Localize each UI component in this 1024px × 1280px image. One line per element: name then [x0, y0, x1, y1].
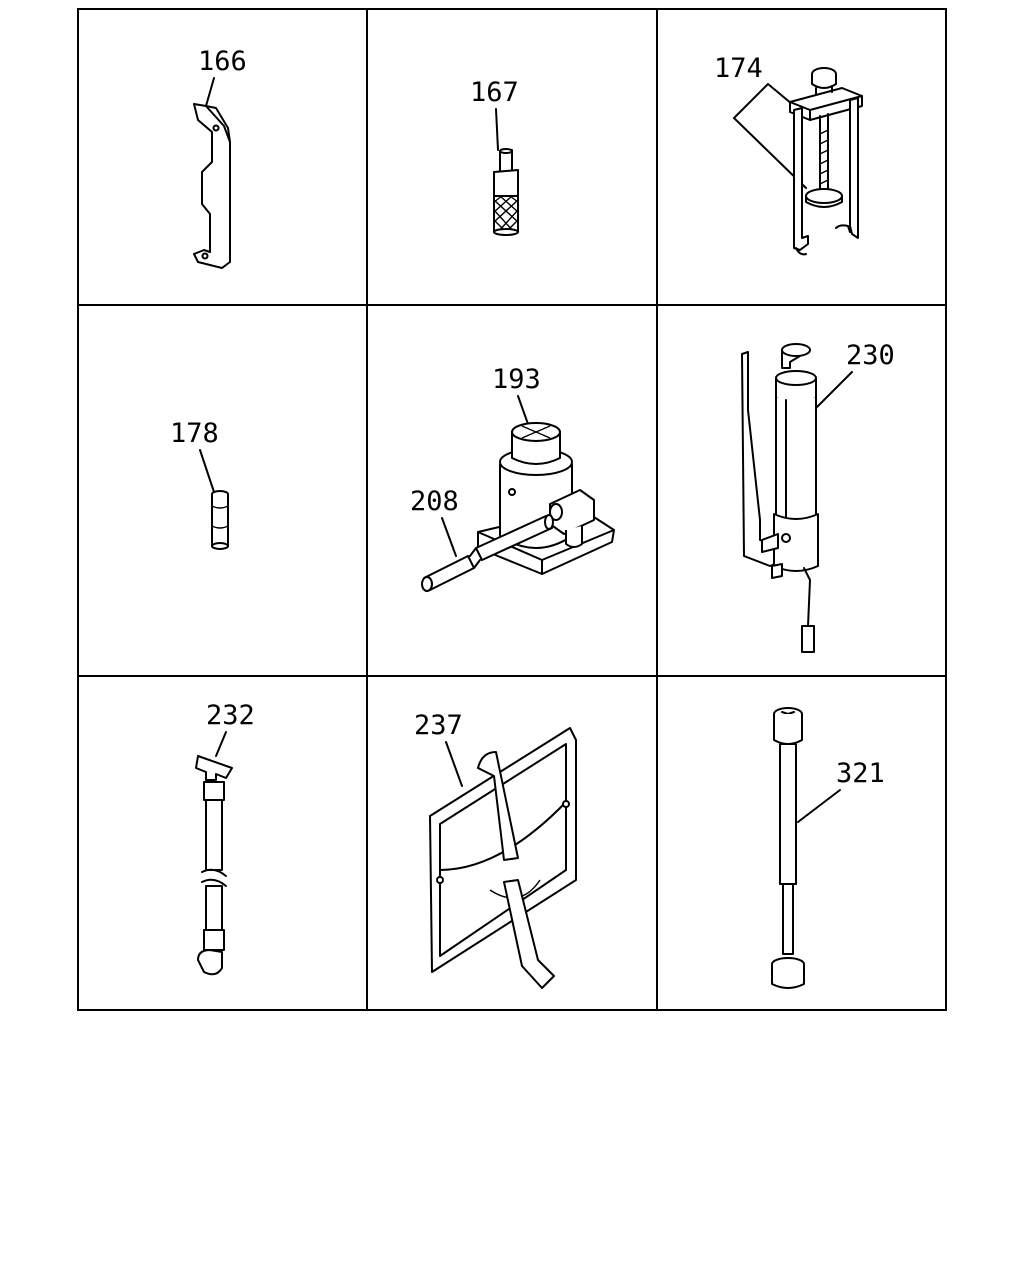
- callout-178: 178: [170, 418, 219, 449]
- cell-230: 230: [741, 340, 895, 653]
- part-230-grease-gun[interactable]: [741, 343, 819, 653]
- cell-166: 166: [193, 46, 247, 269]
- callout-167: 167: [470, 77, 519, 108]
- leader-208: [441, 517, 457, 557]
- callout-230: 230: [846, 340, 895, 371]
- callout-166: 166: [198, 46, 247, 77]
- leader-230: [813, 371, 853, 411]
- part-178-pin[interactable]: [211, 490, 229, 550]
- part-167-punch[interactable]: [493, 148, 519, 236]
- callout-174: 174: [714, 53, 763, 84]
- callout-193: 193: [492, 364, 541, 395]
- leader-237: [445, 741, 463, 787]
- part-232-hose[interactable]: [195, 755, 233, 976]
- callout-208: 208: [410, 486, 459, 517]
- part-193-bottle-jack[interactable]: [477, 422, 615, 575]
- part-321-box-wrench[interactable]: [771, 707, 805, 989]
- callout-232: 232: [206, 700, 255, 731]
- leader-193: [517, 395, 529, 425]
- cell-178: 178: [170, 418, 229, 550]
- part-237-tool-bag[interactable]: [429, 727, 577, 989]
- part-166-hook-plate[interactable]: [193, 103, 231, 269]
- leader-232: [215, 731, 227, 757]
- leader-166: [205, 77, 215, 107]
- parts-grid: [77, 8, 947, 1011]
- leader-167: [495, 108, 499, 151]
- cell-237: 237: [414, 710, 577, 989]
- callout-237: 237: [414, 710, 463, 741]
- callout-321: 321: [836, 758, 885, 789]
- cell-232: 232: [195, 700, 255, 976]
- cell-193-208: 193 208: [410, 364, 615, 592]
- cell-167: 167: [470, 77, 519, 236]
- cell-174: 174: [714, 53, 863, 256]
- cell-321: 321: [771, 707, 885, 989]
- part-174-puller[interactable]: [789, 67, 863, 256]
- part-208-jack-handle[interactable]: [421, 514, 554, 592]
- leader-321: [797, 789, 841, 823]
- leader-178: [199, 449, 215, 493]
